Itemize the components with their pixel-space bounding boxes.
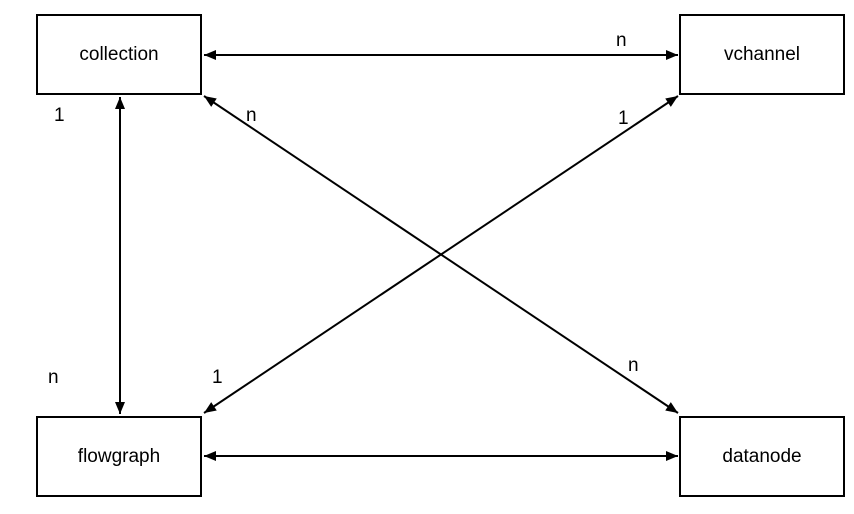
node-vchannel: vchannel bbox=[679, 14, 845, 95]
cardinality-vchannel-end-1: 1 bbox=[618, 108, 629, 129]
node-flowgraph-label: flowgraph bbox=[77, 445, 161, 467]
node-flowgraph: flowgraph bbox=[36, 416, 202, 497]
cardinality-collection-end-1: 1 bbox=[54, 105, 65, 126]
cardinality-flowgraph-end-n: n bbox=[48, 367, 59, 388]
node-collection-label: collection bbox=[79, 43, 159, 65]
edge-flowgraph-vchannel bbox=[203, 95, 679, 414]
cardinality-datanode-end-n: n bbox=[628, 355, 639, 376]
cardinality-vchannel-end-n: n bbox=[616, 30, 627, 51]
cardinality-flowgraph-end-1: 1 bbox=[212, 367, 223, 388]
node-collection: collection bbox=[36, 14, 202, 95]
node-vchannel-label: vchannel bbox=[723, 43, 801, 65]
cardinality-collection-end-n: n bbox=[246, 105, 257, 126]
node-datanode-label: datanode bbox=[722, 445, 802, 467]
node-datanode: datanode bbox=[679, 416, 845, 497]
